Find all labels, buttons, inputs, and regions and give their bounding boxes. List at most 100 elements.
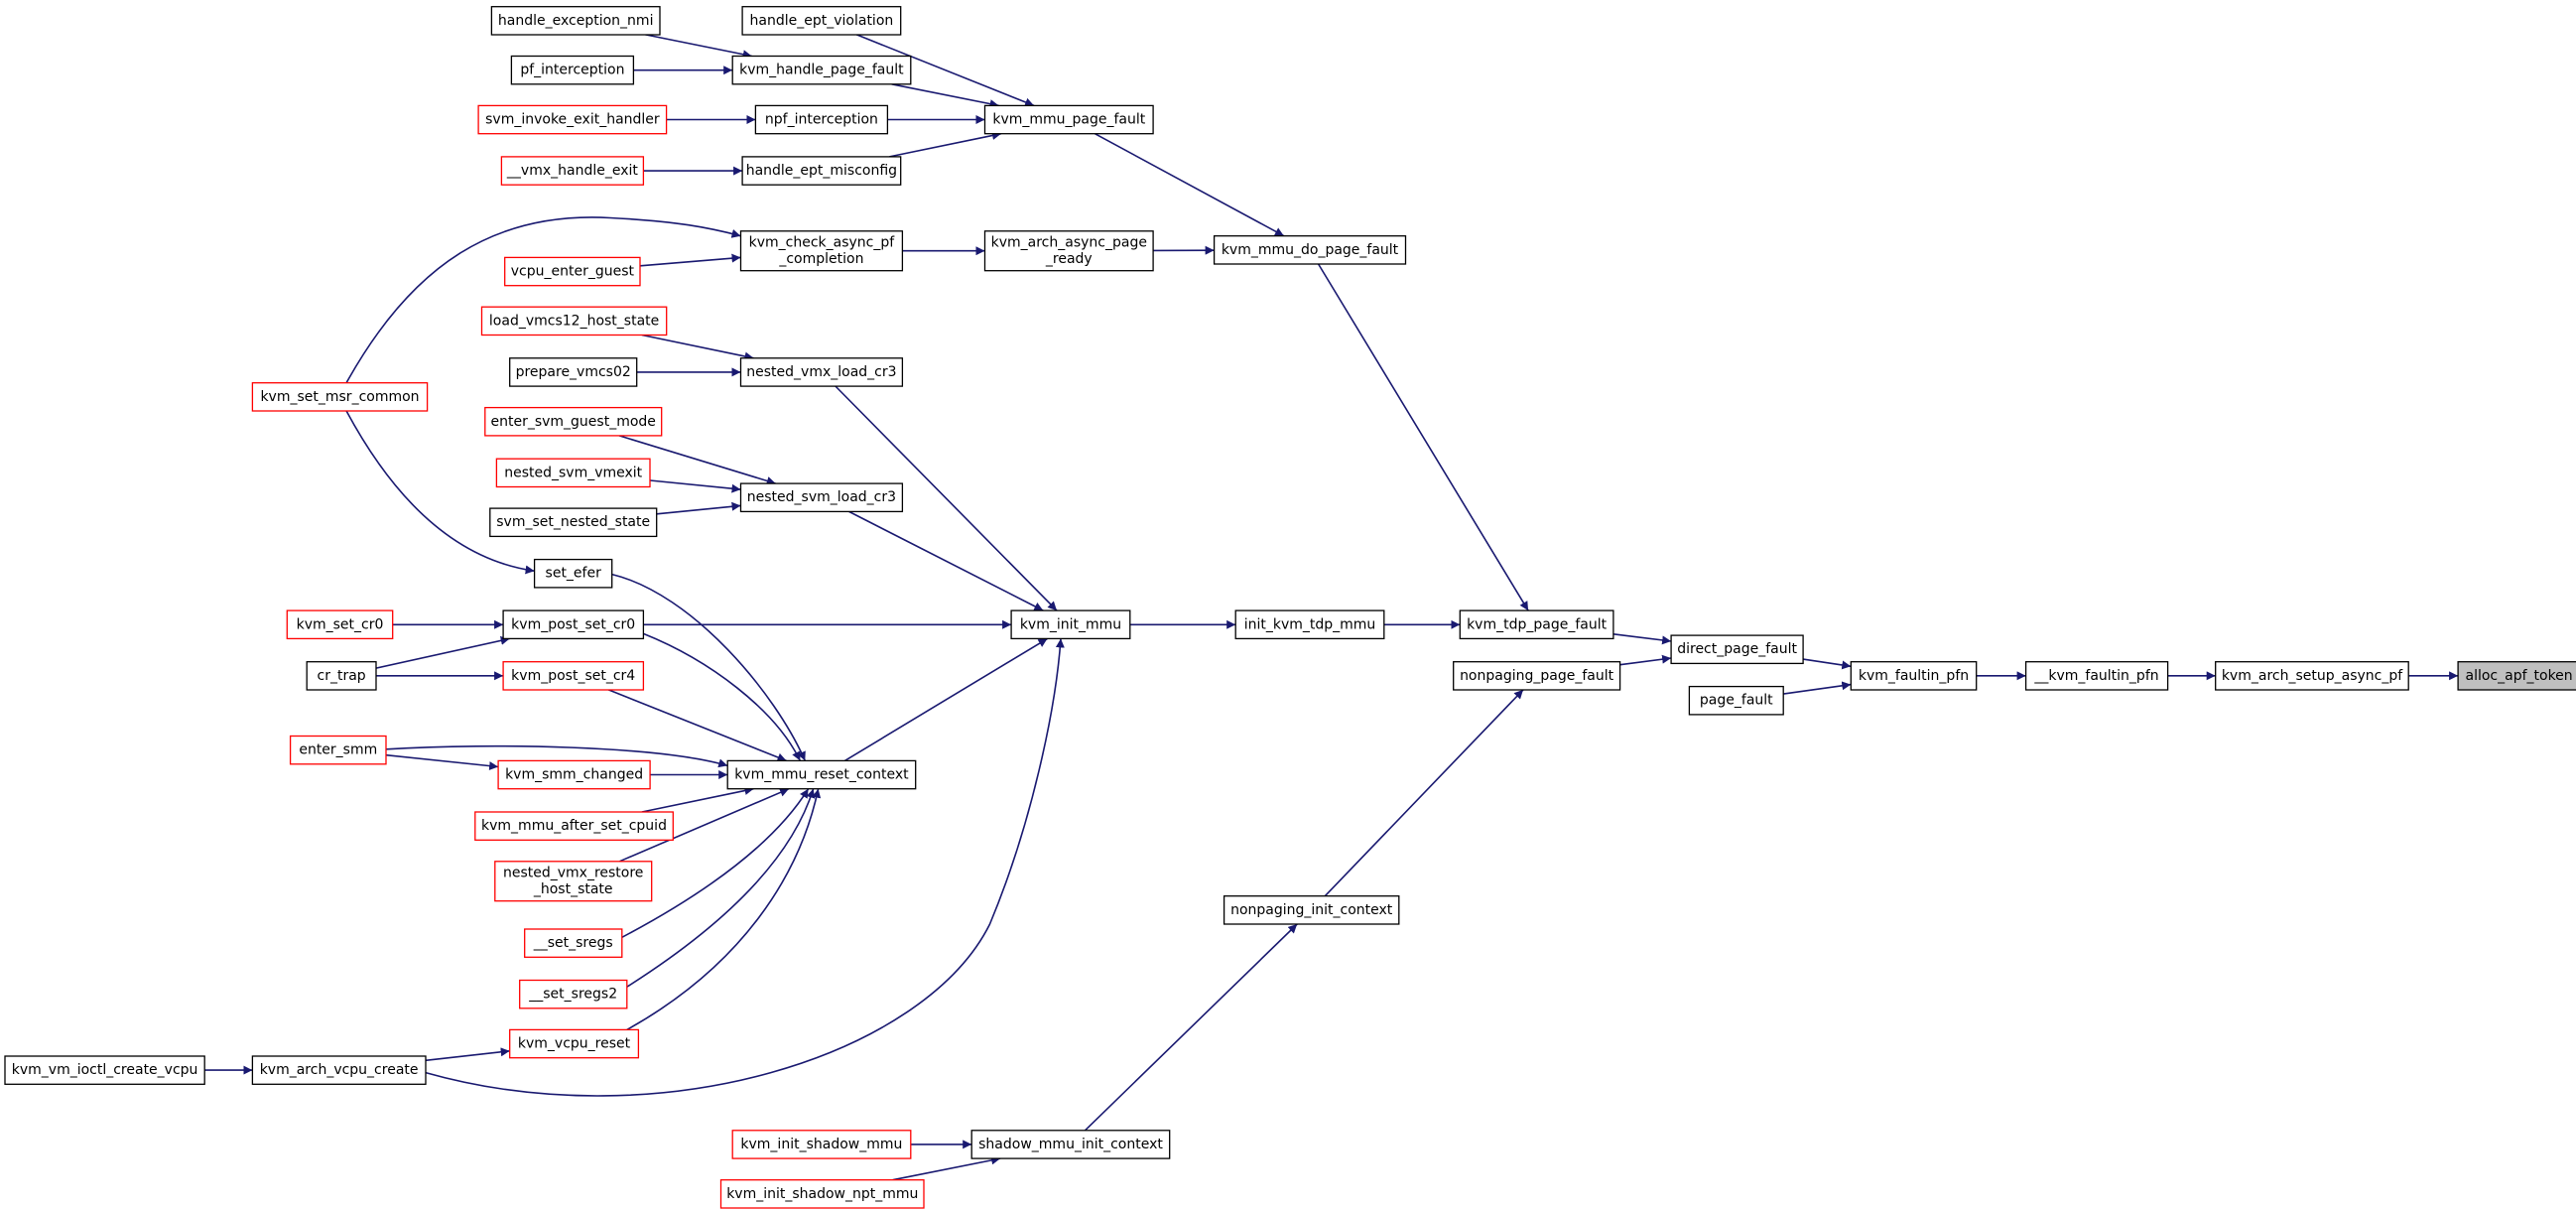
node-pf-interception[interactable]: pf_interception [510, 55, 635, 85]
node-kvm-post-set-cr0[interactable]: kvm_post_set_cr0 [502, 609, 645, 640]
node-vmx-handle-exit[interactable]: __vmx_handle_exit [500, 156, 645, 186]
node-label: kvm_init_mmu [1020, 616, 1121, 632]
node-nested-vmx-restore-host-state[interactable]: nested_vmx_restore_host_state [494, 861, 653, 902]
node-enter-smm[interactable]: enter_smm [289, 735, 387, 765]
node-page-fault[interactable]: page_fault [1688, 685, 1784, 716]
node-vcpu-enter-guest[interactable]: vcpu_enter_guest [504, 256, 641, 287]
node-kvm-init-shadow-mmu[interactable]: kvm_init_shadow_mmu [731, 1130, 912, 1159]
node-label: kvm_mmu_reset_context [734, 767, 909, 783]
node-handle-ept-violation[interactable]: handle_ept_violation [741, 6, 902, 36]
node-box [474, 811, 674, 841]
node-label: nested_svm_load_cr3 [747, 489, 896, 505]
node-label: nested_svm_vmexit [504, 465, 642, 480]
node-label: npf_interception [765, 112, 878, 128]
node-kvm-set-cr0[interactable]: kvm_set_cr0 [286, 609, 394, 640]
node-kvm-post-set-cr4[interactable]: kvm_post_set_cr4 [502, 661, 645, 691]
node-box [983, 230, 1154, 272]
node-box [726, 759, 917, 790]
node-label: kvm_vm_ioctl_create_vcpu [12, 1062, 198, 1078]
node-label: kvm_post_set_cr0 [511, 616, 635, 632]
node-label: shadow_mmu_init_context [978, 1137, 1163, 1152]
node-label: page_fault [1700, 693, 1773, 709]
node-label: nested_vmx_load_cr3 [746, 364, 896, 380]
node-kvm-faultin-pfn[interactable]: kvm_faultin_pfn [1850, 661, 1978, 691]
node-cr-trap[interactable]: cr_trap [306, 661, 377, 691]
edge-kvm-post-set-cr0-to-kvm-mmu-reset-context [643, 632, 802, 761]
node-box [741, 6, 902, 36]
node-kvm-mmu-do-page-fault[interactable]: kvm_mmu_do_page_fault [1213, 235, 1407, 265]
edge-kvm-arch-vcpu-create-to-kvm-vcpu-reset [425, 1047, 510, 1062]
node-kvm-mmu-after-set-cpuid[interactable]: kvm_mmu_after_set_cpuid [474, 811, 674, 841]
node-kvm-smm-changed[interactable]: kvm_smm_changed [497, 759, 651, 790]
node-kvm-vcpu-reset[interactable]: kvm_vcpu_reset [509, 1028, 640, 1059]
node-load-vmcs12-host-state[interactable]: load_vmcs12_host_state [480, 306, 668, 336]
node-label: nonpaging_page_fault [1460, 668, 1614, 684]
edge-kvm-arch-vcpu-create-to-kvm-init-mmu [425, 638, 1065, 1097]
node-npf-interception[interactable]: npf_interception [754, 104, 889, 135]
node-kvm-mmu-page-fault[interactable]: kvm_mmu_page_fault [983, 104, 1154, 135]
node-box [739, 230, 904, 272]
node-label: kvm_mmu_do_page_fault [1222, 242, 1399, 258]
edge-nested-svm-vmexit-to-nested-svm-load-cr3 [649, 479, 741, 493]
node-label: vcpu_enter_guest [511, 264, 635, 280]
node-label: kvm_handle_page_fault [739, 63, 904, 78]
node-kvm-init-shadow-npt-mmu[interactable]: kvm_init_shadow_npt_mmu [719, 1179, 925, 1209]
node-label: __kvm_faultin_pfn [2033, 668, 2158, 684]
node-prepare-vmcs02[interactable]: prepare_vmcs02 [509, 357, 638, 387]
node-kvm-set-msr-common[interactable]: kvm_set_msr_common [251, 382, 429, 412]
edge-shadow-mmu-init-context-to-nonpaging-init-context [1084, 923, 1298, 1132]
node-set-sregs[interactable]: __set_sregs [524, 928, 623, 958]
node-label: kvm_post_set_cr4 [511, 668, 635, 684]
node-nested-vmx-load-cr3[interactable]: nested_vmx_load_cr3 [739, 357, 904, 387]
node-set-sregs2[interactable]: __set_sregs2 [519, 979, 628, 1009]
node-shadow-mmu-init-context[interactable]: shadow_mmu_init_context [970, 1130, 1171, 1159]
node-set-efer[interactable]: set_efer [533, 558, 613, 589]
node-label: direct_page_fault [1677, 641, 1797, 657]
node-svm-set-nested-state[interactable]: svm_set_nested_state [489, 507, 658, 538]
node-nested-svm-load-cr3[interactable]: nested_svm_load_cr3 [739, 482, 904, 513]
node-nonpaging-init-context[interactable]: nonpaging_init_context [1223, 895, 1400, 925]
node-kvm-tdp-page-fault[interactable]: kvm_tdp_page_fault [1459, 609, 1614, 640]
node-box [1459, 609, 1614, 640]
edge-nonpaging-page-fault-to-direct-page-fault [1619, 654, 1672, 666]
node-kvm-arch-setup-async-pf[interactable]: kvm_arch_setup_async_pf [2215, 661, 2409, 691]
node-kvm-check-async-pf-completion[interactable]: kvm_check_async_pf_completion [739, 230, 904, 272]
edge-vcpu-enter-guest-to-kvm-check-async-pf-completion [640, 253, 741, 267]
node-kvm-handle-page-fault[interactable]: kvm_handle_page_fault [731, 55, 912, 85]
node-handle-ept-misconfig[interactable]: handle_ept_misconfig [741, 156, 902, 186]
node-box [497, 759, 651, 790]
node-label: kvm_mmu_page_fault [992, 112, 1145, 128]
node-label: enter_smm [299, 742, 377, 758]
node-nested-svm-vmexit[interactable]: nested_svm_vmexit [495, 458, 651, 488]
edge-page-fault-to-kvm-faultin-pfn [1783, 681, 1852, 695]
node-kvm-arch-async-page-ready[interactable]: kvm_arch_async_page_ready [983, 230, 1154, 272]
edge-kvm-set-msr-common-to-set-efer [345, 410, 535, 575]
edge-kvm-set-msr-common-to-kvm-check-async-pf-completion [345, 216, 741, 384]
node-nonpaging-page-fault[interactable]: nonpaging_page_fault [1453, 661, 1621, 691]
node-kvm-faultin-pfn-internal[interactable]: __kvm_faultin_pfn [2024, 661, 2169, 691]
node-box [754, 104, 889, 135]
node-label: __vmx_handle_exit [506, 163, 638, 179]
node-handle-exception-nmi[interactable]: handle_exception_nmi [490, 6, 661, 36]
node-box [1453, 661, 1621, 691]
node-box [739, 357, 904, 387]
node-box [1223, 895, 1400, 925]
node-init-kvm-tdp-mmu[interactable]: init_kvm_tdp_mmu [1234, 609, 1385, 640]
node-kvm-mmu-reset-context[interactable]: kvm_mmu_reset_context [726, 759, 917, 790]
node-box [533, 558, 613, 589]
node-svm-invoke-exit-handler[interactable]: svm_invoke_exit_handler [477, 104, 668, 135]
node-label: kvm_vcpu_reset [518, 1036, 631, 1052]
edge-kvm-mmu-after-set-cpuid-to-kvm-mmu-reset-context [641, 786, 754, 813]
node-kvm-vm-ioctl-create-vcpu[interactable]: kvm_vm_ioctl_create_vcpu [4, 1055, 205, 1085]
node-box [484, 406, 663, 437]
node-label: svm_invoke_exit_handler [485, 112, 660, 128]
edge-cr-trap-to-kvm-post-set-cr0 [375, 635, 510, 669]
node-alloc-apf-token[interactable]: alloc_apf_token [2457, 661, 2576, 691]
node-kvm-arch-vcpu-create[interactable]: kvm_arch_vcpu_create [251, 1055, 427, 1085]
node-box [731, 1130, 912, 1159]
node-label: cr_trap [318, 668, 366, 684]
node-enter-svm-guest-mode[interactable]: enter_svm_guest_mode [484, 406, 663, 437]
node-direct-page-fault[interactable]: direct_page_fault [1670, 634, 1804, 665]
node-kvm-init-mmu[interactable]: kvm_init_mmu [1010, 609, 1131, 640]
